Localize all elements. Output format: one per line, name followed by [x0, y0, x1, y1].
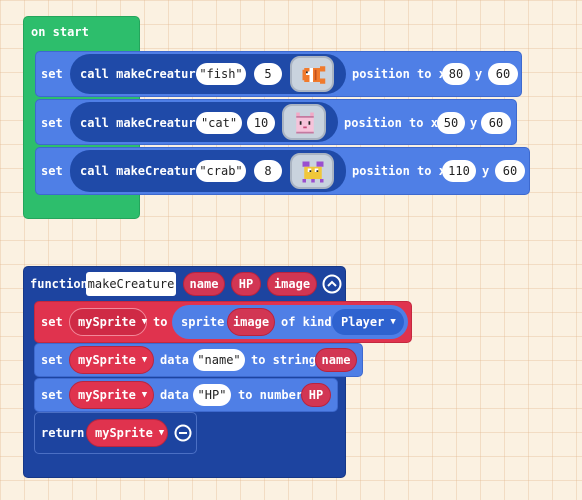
x-arg[interactable]: 110	[442, 160, 476, 182]
hp-arg[interactable]: 10	[247, 112, 275, 134]
position-label: position to x	[352, 164, 446, 178]
image-picker[interactable]	[290, 56, 334, 92]
y-arg[interactable]: 60	[488, 63, 518, 85]
variable-dropdown[interactable]: mySprite ▼	[69, 381, 154, 409]
fish-sprite-icon	[302, 66, 326, 84]
position-label: position to x	[352, 67, 446, 81]
variable-name: mySprite	[78, 353, 136, 367]
y-label: y	[482, 164, 490, 178]
image-picker[interactable]	[290, 153, 334, 189]
y-arg[interactable]: 60	[481, 112, 511, 134]
on-start-label: on start	[31, 25, 89, 39]
cat-sprite-icon	[296, 112, 314, 134]
variable-dropdown[interactable]: mySprite ▼	[69, 346, 154, 374]
sprite-label: sprite	[181, 315, 225, 329]
return-keyword: return	[41, 426, 85, 440]
to-number-label: to number	[238, 388, 304, 402]
call-label: call makeCreature	[80, 116, 203, 130]
image-param-ref[interactable]: image	[227, 308, 275, 336]
function-name-input[interactable]: makeCreature	[86, 272, 176, 296]
kind-dropdown[interactable]: Player ▼	[332, 309, 404, 335]
name-arg[interactable]: "fish"	[196, 63, 246, 85]
x-arg[interactable]: 50	[437, 112, 465, 134]
data-key[interactable]: "name"	[193, 349, 245, 371]
x-arg[interactable]: 80	[442, 63, 470, 85]
dropdown-arrow-icon: ▼	[141, 390, 148, 400]
name-arg[interactable]: "cat"	[196, 112, 242, 134]
hp-arg[interactable]: 8	[254, 160, 282, 182]
data-label: data	[160, 388, 189, 402]
variable-name: mySprite	[78, 388, 136, 402]
set-label: set	[41, 388, 63, 402]
param-image[interactable]: image	[267, 272, 317, 296]
set-label: set	[41, 353, 63, 367]
data-key[interactable]: "HP"	[193, 384, 231, 406]
param-hp[interactable]: HP	[231, 272, 261, 296]
call-label: call makeCreature	[80, 164, 203, 178]
to-label: to	[153, 315, 168, 329]
variable-name: mySprite	[95, 426, 153, 440]
name-param-ref[interactable]: name	[315, 348, 357, 372]
name-arg[interactable]: "crab"	[196, 160, 246, 182]
y-label: y	[475, 67, 483, 81]
function-keyword: function	[30, 277, 88, 291]
of-kind-label: of kind	[281, 315, 332, 329]
data-label: data	[160, 353, 189, 367]
hp-arg[interactable]: 5	[254, 63, 282, 85]
dropdown-arrow-icon: ▼	[141, 355, 148, 365]
minus-circle-icon[interactable]	[174, 424, 192, 442]
position-label: position to x	[344, 116, 438, 130]
set-label: set	[41, 67, 63, 81]
dropdown-arrow-icon: ▼	[141, 317, 148, 327]
hp-param-ref[interactable]: HP	[301, 383, 331, 407]
to-string-label: to string	[251, 353, 317, 367]
variable-name: mySprite	[78, 315, 136, 329]
dropdown-arrow-icon: ▼	[158, 428, 165, 438]
variable-dropdown[interactable]: mySprite ▼	[86, 419, 168, 447]
set-label: set	[41, 164, 63, 178]
param-name[interactable]: name	[183, 272, 225, 296]
image-picker[interactable]	[282, 104, 326, 140]
crab-sprite-icon	[302, 161, 324, 183]
variable-dropdown[interactable]: mySprite ▼	[69, 308, 147, 336]
y-arg[interactable]: 60	[495, 160, 525, 182]
set-label: set	[41, 116, 63, 130]
y-label: y	[470, 116, 478, 130]
call-label: call makeCreature	[80, 67, 203, 81]
dropdown-arrow-icon: ▼	[390, 317, 396, 327]
set-label: set	[41, 315, 63, 329]
chevron-up-icon[interactable]	[322, 274, 342, 294]
kind-value: Player	[341, 315, 385, 329]
